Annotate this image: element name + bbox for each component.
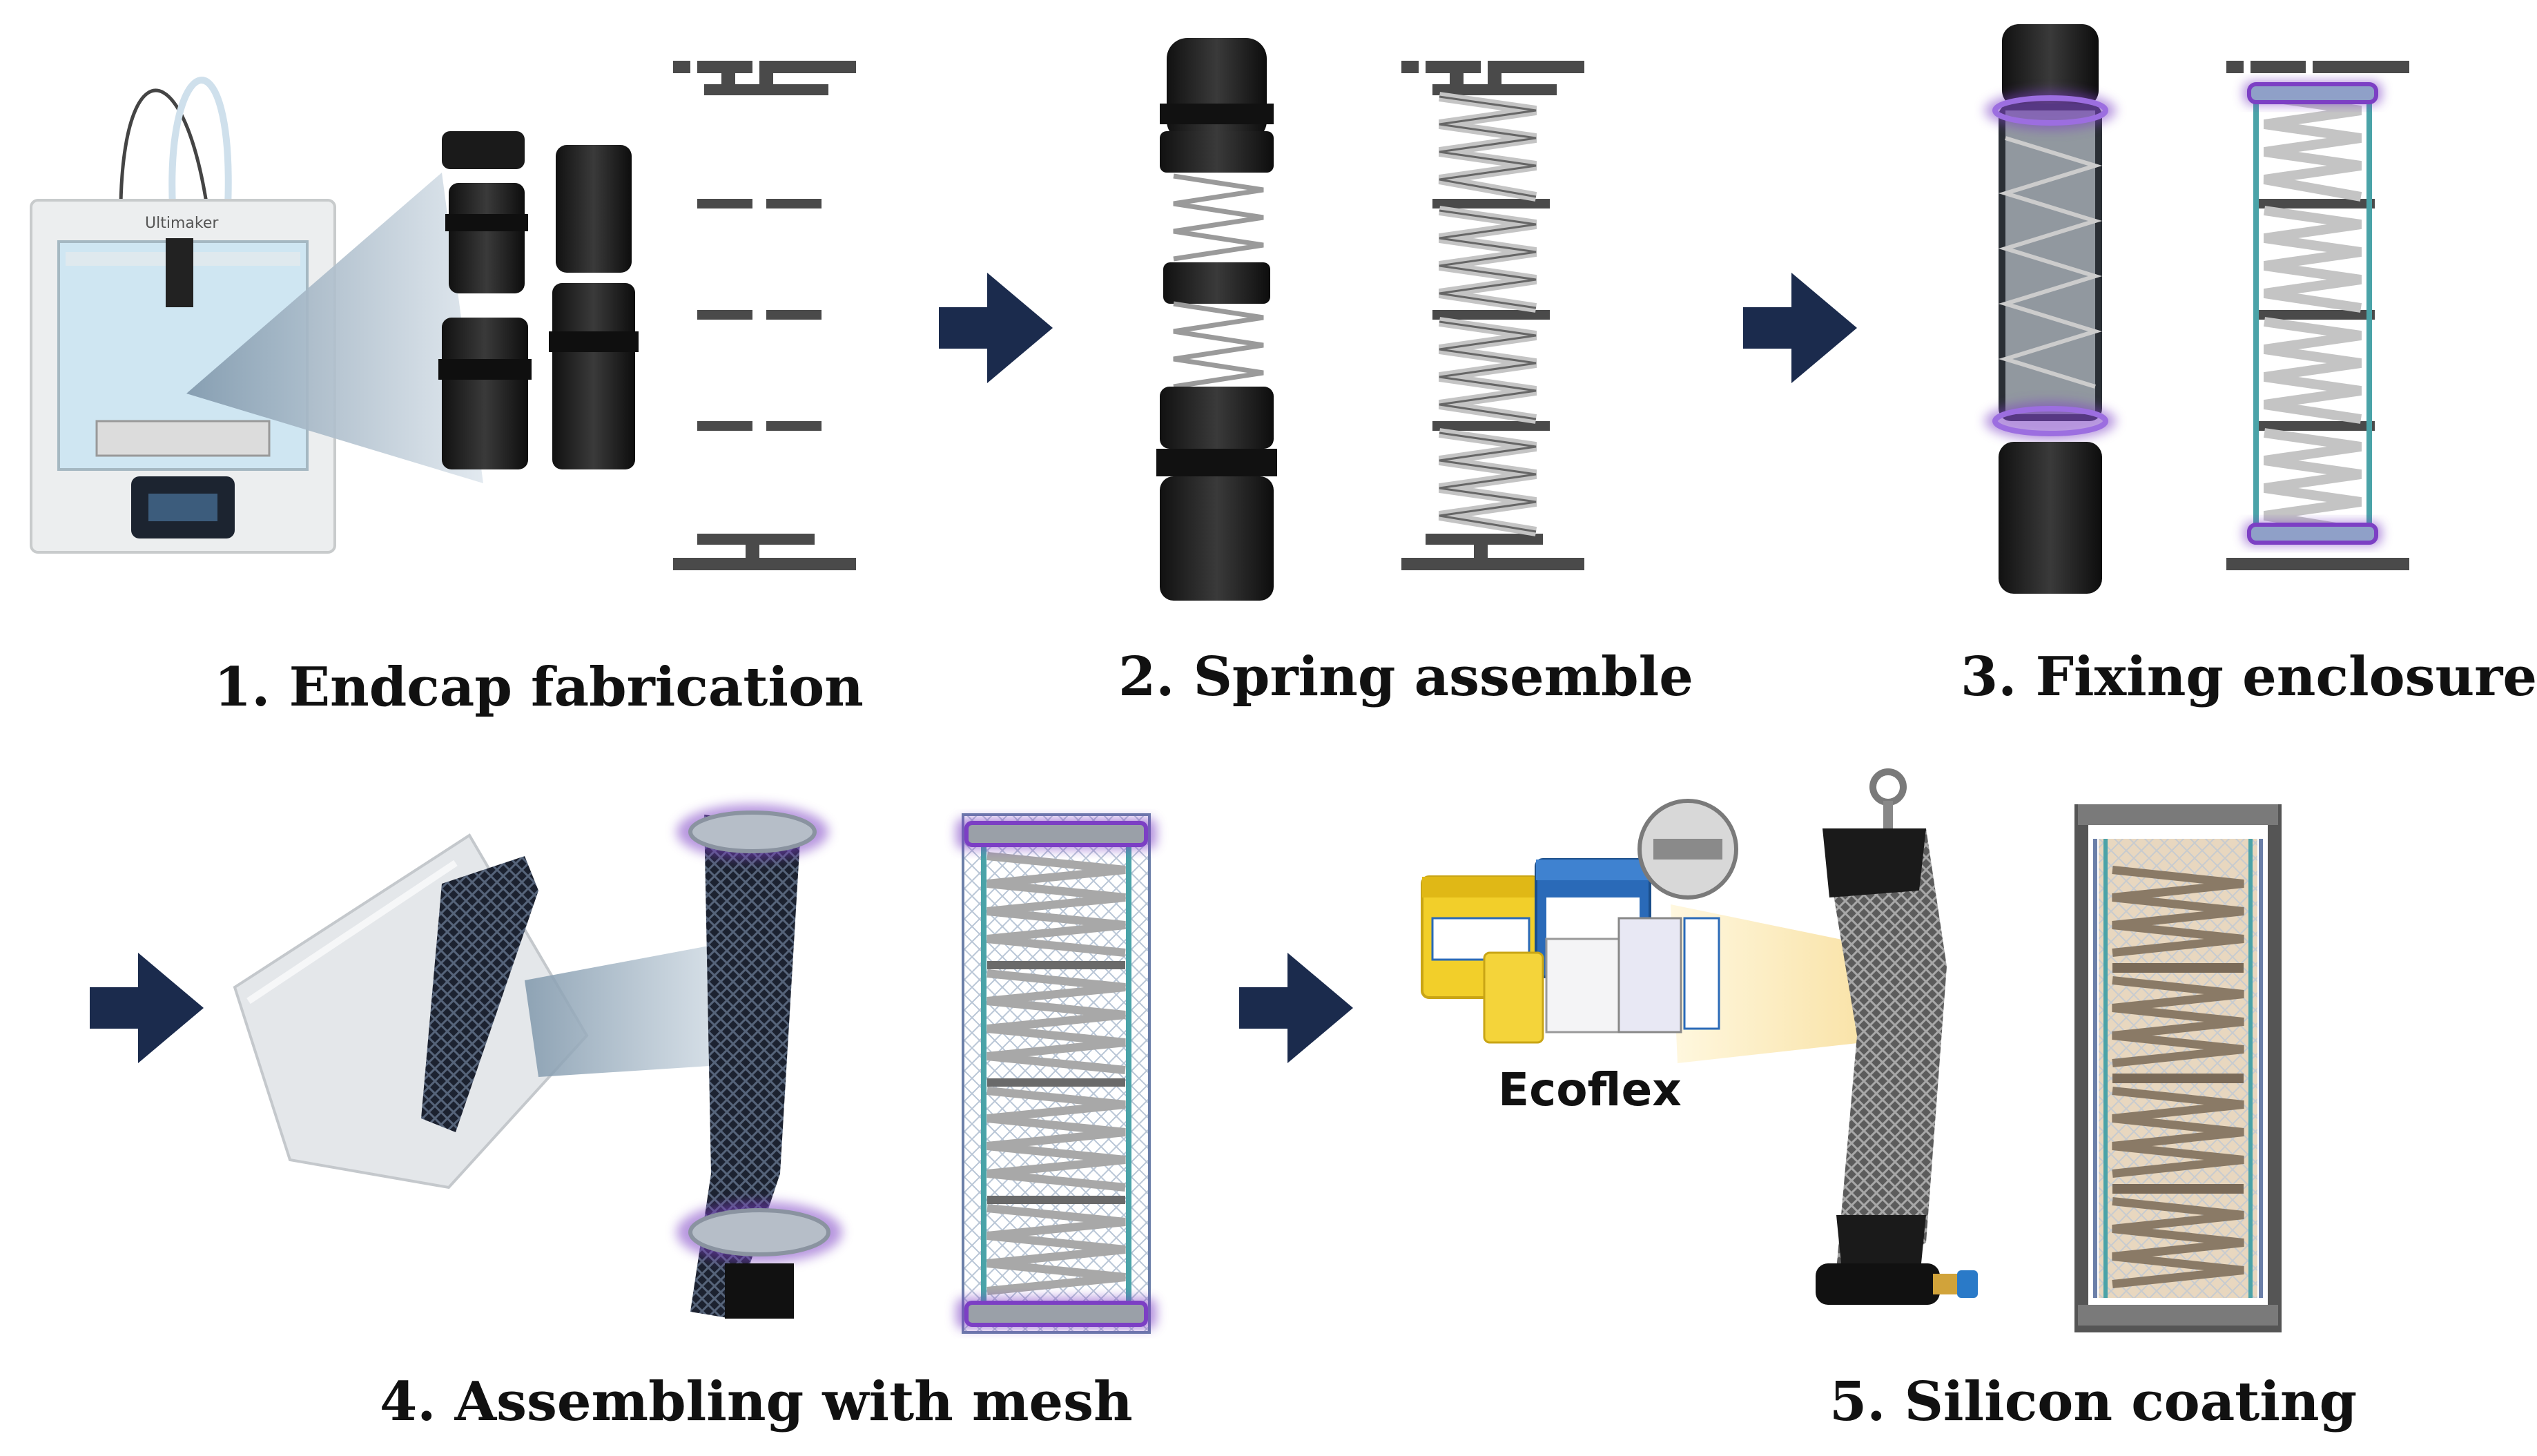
mesh-sleeve-photo: [233, 833, 589, 1190]
printed-endcap-parts-photo: [438, 131, 639, 469]
step-5-label: 5. Silicon coating: [1829, 1370, 2358, 1433]
coating-schematic: [2074, 804, 2282, 1332]
printer-brand-label: Ultimaker: [145, 215, 219, 232]
step-2-label: 2. Spring assemble: [1118, 646, 1693, 708]
zoom-cone-1: [186, 173, 483, 483]
process-arrow-2: [1743, 273, 1857, 383]
enclosure-schematic: [2226, 61, 2409, 570]
3d-printer-photo: Ultimaker: [30, 77, 336, 554]
step-3-label: 3. Fixing enclosure: [1961, 646, 2537, 708]
process-arrow-3: [90, 953, 204, 1063]
endcap-schematic: [673, 61, 856, 570]
step-1-label: 1. Endcap fabrication: [214, 656, 864, 719]
mesh-schematic: [956, 813, 1156, 1334]
fabrication-process-diagram: Ultimaker: [30, 24, 2409, 1334]
enclosure-photo: [1985, 24, 2116, 594]
step-4-label: 4. Assembling with mesh: [380, 1370, 1133, 1433]
spring-assembly-photo: [1156, 38, 1277, 601]
coated-actuator-photo: [1816, 768, 1978, 1305]
zoom-cone-4: [525, 939, 752, 1077]
mesh-assembly-photo: [677, 804, 842, 1319]
spring-schematic: [1401, 61, 1584, 570]
ecoflex-products-photo: [1421, 799, 1738, 1044]
process-arrow-1: [939, 273, 1053, 383]
process-arrow-4: [1239, 953, 1353, 1063]
ecoflex-label: Ecoflex: [1498, 1063, 1682, 1116]
